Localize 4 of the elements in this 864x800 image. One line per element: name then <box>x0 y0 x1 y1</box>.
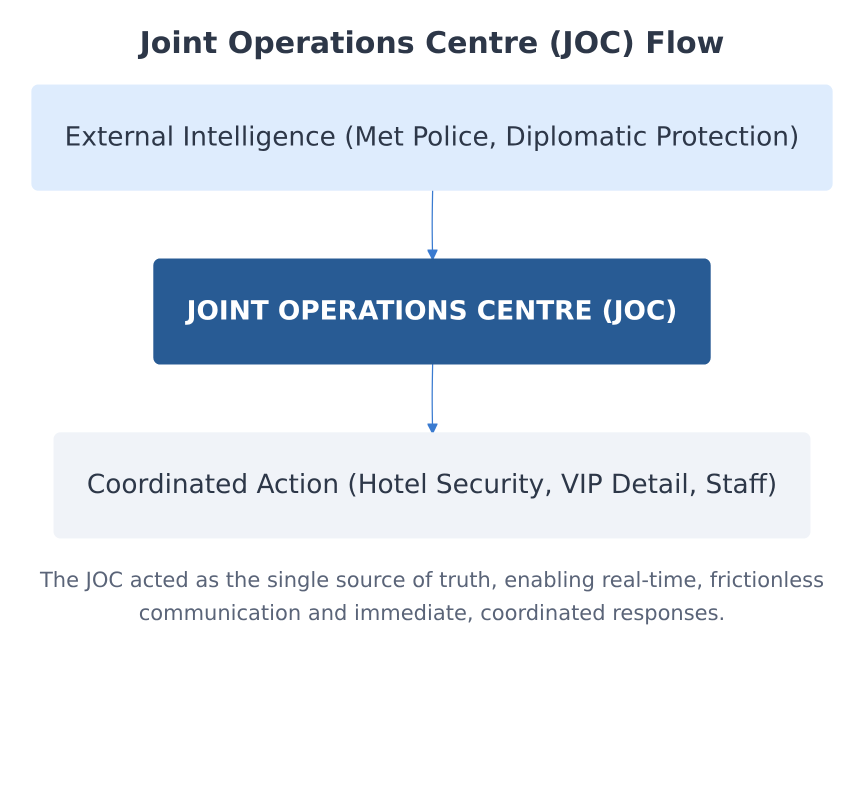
arrow <box>426 364 438 434</box>
diagram-title: Joint Operations Centre (JOC) Flow <box>140 26 724 61</box>
caption: The JOC acted as the single source of truth, enabling real-time, frictionless communication and immediate, coordinated responses. <box>38 567 826 627</box>
arrow <box>426 190 438 260</box>
